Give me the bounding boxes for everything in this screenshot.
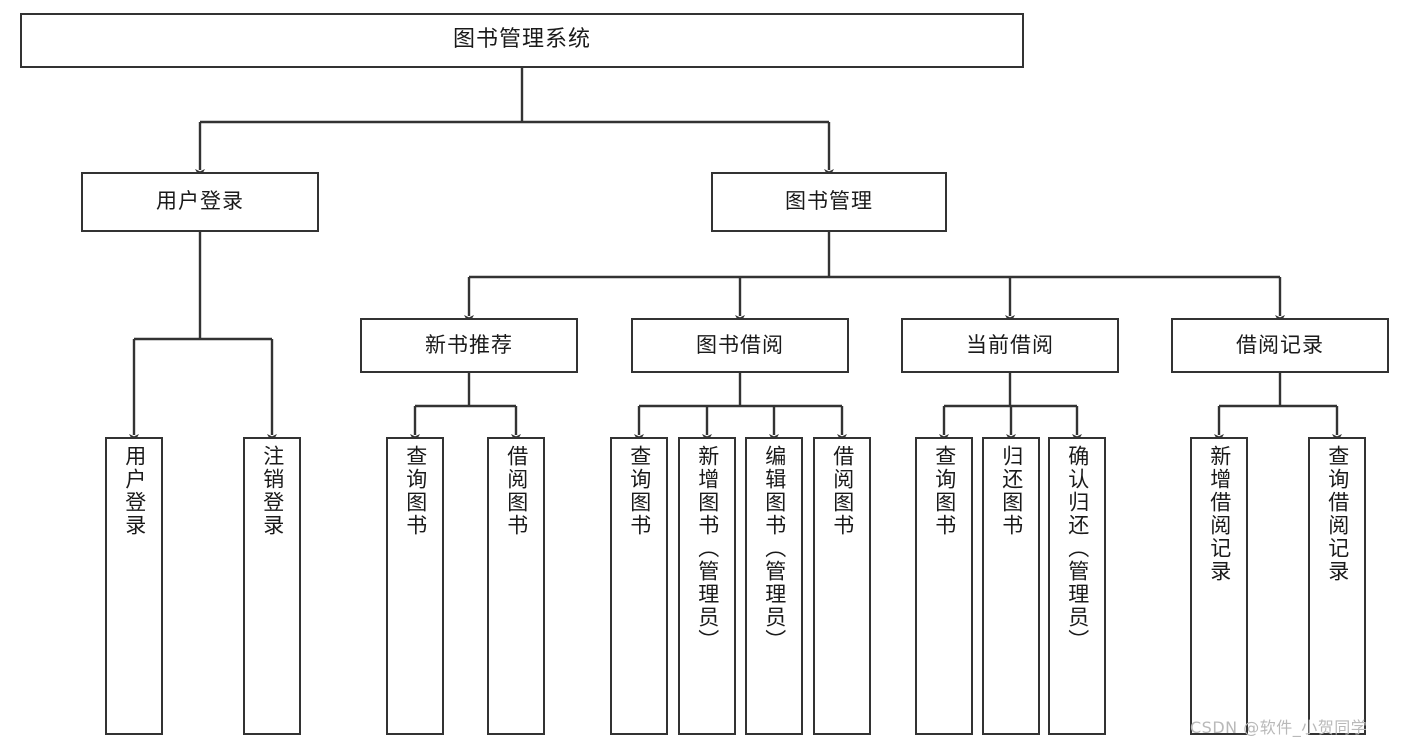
node-records[interactable]: 借阅记录 (1171, 318, 1389, 373)
node-leaf8[interactable]: 借阅图书 (813, 437, 871, 735)
node-label: 当前借阅 (966, 332, 1054, 357)
node-leaf3[interactable]: 查询图书 (386, 437, 444, 735)
node-label: 确认归还（管理员） (1065, 445, 1090, 652)
node-leaf7[interactable]: 编辑图书（管理员） (745, 437, 803, 735)
node-label: 查询图书 (403, 445, 428, 537)
node-leaf6[interactable]: 新增图书（管理员） (678, 437, 736, 735)
node-label: 用户登录 (122, 445, 147, 537)
node-label: 借阅记录 (1236, 332, 1324, 357)
node-label: 图书管理 (785, 189, 873, 214)
node-label: 借阅图书 (830, 445, 855, 537)
node-label: 图书管理系统 (452, 27, 591, 53)
node-leaf1[interactable]: 用户登录 (105, 437, 163, 735)
node-label: 注销登录 (260, 445, 285, 537)
node-label: 编辑图书（管理员） (762, 445, 787, 652)
node-leaf4[interactable]: 借阅图书 (487, 437, 545, 735)
csdn-watermark: CSDN @软件_小贺同学 (1190, 718, 1368, 737)
node-label: 新增借阅记录 (1207, 445, 1232, 583)
node-leaf13[interactable]: 查询借阅记录 (1308, 437, 1366, 735)
node-newbook[interactable]: 新书推荐 (360, 318, 578, 373)
node-leaf12[interactable]: 新增借阅记录 (1190, 437, 1248, 735)
node-label: 用户登录 (156, 189, 244, 214)
node-label: 图书借阅 (696, 332, 784, 357)
node-borrow[interactable]: 图书借阅 (631, 318, 849, 373)
node-leaf5[interactable]: 查询图书 (610, 437, 668, 735)
node-label: 新增图书（管理员） (695, 445, 720, 652)
node-current[interactable]: 当前借阅 (901, 318, 1119, 373)
node-label: 归还图书 (999, 445, 1024, 537)
node-label: 借阅图书 (504, 445, 529, 537)
node-leaf11[interactable]: 确认归还（管理员） (1048, 437, 1106, 735)
node-leaf10[interactable]: 归还图书 (982, 437, 1040, 735)
node-leaf2[interactable]: 注销登录 (243, 437, 301, 735)
node-label: 查询图书 (627, 445, 652, 537)
node-label: 新书推荐 (425, 332, 513, 357)
node-label: 查询图书 (932, 445, 957, 537)
node-root[interactable]: 图书管理系统 (20, 13, 1024, 68)
node-leaf9[interactable]: 查询图书 (915, 437, 973, 735)
node-bookmgmt[interactable]: 图书管理 (711, 172, 947, 232)
node-login[interactable]: 用户登录 (81, 172, 319, 232)
node-label: 查询借阅记录 (1325, 445, 1350, 583)
